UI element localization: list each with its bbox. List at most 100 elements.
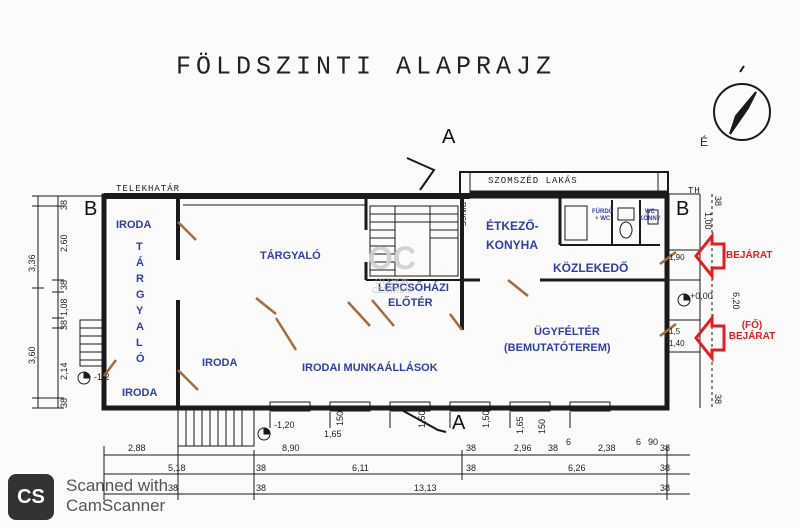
plan-title: FÖLDSZINTI ALAPRAJZ bbox=[176, 51, 557, 82]
section-a-top: A bbox=[442, 126, 456, 148]
dim-left: 1,08 bbox=[59, 298, 69, 316]
level-left: -1,2 bbox=[94, 372, 110, 382]
dim-row1: 6 bbox=[566, 437, 572, 447]
watermark-line1: OTTHON bbox=[375, 277, 409, 286]
room-wc: WC KÖNNY bbox=[639, 209, 661, 222]
dim-right: 1,00 bbox=[703, 212, 713, 230]
dim-window: 150 bbox=[537, 418, 547, 434]
level-right: +0,00 bbox=[690, 291, 713, 301]
dim-left: 38 bbox=[59, 199, 69, 210]
room-targyalo: TÁRGYALÓ bbox=[260, 250, 321, 262]
dim-left: 2,14 bbox=[59, 362, 69, 380]
camscanner-line1: Scanned with bbox=[66, 476, 169, 495]
camscanner-line2: CamScanner bbox=[66, 496, 166, 515]
targyalo-letter: R bbox=[136, 273, 144, 285]
dim-window: 1,65 bbox=[515, 416, 525, 434]
room-wc-line2: KÖNNY bbox=[639, 215, 661, 222]
dim-window: 1,50 bbox=[481, 410, 491, 428]
dim-row1: 38 bbox=[466, 443, 477, 453]
room-kozlekedo: KÖZLEKEDŐ bbox=[553, 261, 629, 275]
room-furdo-line2: + WC bbox=[595, 215, 611, 222]
dim-left: 38 bbox=[59, 397, 69, 408]
room-wc-line1: WC bbox=[644, 209, 655, 215]
dim-row3: 38 bbox=[660, 483, 671, 493]
room-etkezo-line1: ÉTKEZŐ- bbox=[486, 219, 539, 233]
level-markers bbox=[77, 293, 691, 441]
dim-right: 38 bbox=[713, 196, 723, 207]
dim-right: 6,20 bbox=[731, 292, 741, 310]
dim-window: 1,50 bbox=[417, 410, 427, 428]
section-a-bottom: A bbox=[452, 412, 466, 434]
left-steps bbox=[79, 319, 105, 367]
entrance-arrows bbox=[694, 231, 726, 363]
targyalo-letter: T bbox=[136, 241, 143, 253]
dim-row1: 2,88 bbox=[128, 443, 146, 453]
dimension-lines-left bbox=[32, 195, 64, 409]
room-iroda-top: IRODA bbox=[116, 219, 152, 231]
room-iroda-bottom: IRODA bbox=[122, 387, 158, 399]
dim-left: 38 bbox=[59, 279, 69, 290]
windows-bottom bbox=[269, 401, 611, 412]
room-lepcsohazi-line1: LÉPCSŐHÁZI bbox=[378, 282, 449, 294]
door-swings bbox=[103, 221, 677, 391]
room-iroda-mid: IRODA bbox=[202, 357, 238, 369]
targyalo-letter: Á bbox=[136, 257, 144, 269]
room-lepcsohazi-line2: ELŐTÉR bbox=[388, 297, 433, 309]
dim-right: 1,90 bbox=[669, 253, 685, 262]
lot-right-label: TH bbox=[688, 186, 701, 196]
targyalo-letter: Ó bbox=[136, 353, 145, 365]
bath-fixtures bbox=[564, 205, 659, 241]
lot-boundary-label: TELEKHATÁR bbox=[116, 184, 181, 194]
dim-row2: 38 bbox=[256, 463, 267, 473]
dim-row3: 13,13 bbox=[414, 483, 437, 493]
watermark-line2: CENTRUM bbox=[372, 286, 412, 295]
section-a-arrow-bottom bbox=[397, 407, 447, 433]
dim-right: 1,40 bbox=[669, 339, 685, 348]
compass-icon bbox=[713, 65, 771, 141]
targyalo-letter: G bbox=[136, 289, 145, 301]
watermark-logo: OC bbox=[368, 240, 416, 276]
room-munkaallasok: IRODAI MUNKAÁLLÁSOK bbox=[302, 362, 438, 374]
room-furdo: FÜRDŐ + WC bbox=[592, 209, 613, 222]
dim-row1: 90 bbox=[648, 437, 659, 447]
entrance-arrow-top bbox=[694, 231, 726, 281]
dim-right: 1,5 bbox=[669, 327, 681, 336]
room-ugyfelter-line2: (BEMUTATÓTEREM) bbox=[504, 342, 611, 354]
dim-row2: 6,11 bbox=[352, 463, 369, 473]
entrance-arrow-main bbox=[694, 313, 726, 363]
dim-row1: 2,96 bbox=[514, 443, 532, 453]
walls bbox=[101, 190, 670, 411]
dim-row1: 38 bbox=[660, 443, 671, 453]
targyalo-letter: Y bbox=[136, 305, 144, 317]
compass-north-label: É bbox=[700, 135, 709, 149]
section-b-right: B bbox=[676, 198, 690, 220]
room-furdo-line1: FÜRDŐ bbox=[592, 209, 614, 215]
camscanner-logo: CS bbox=[8, 474, 54, 520]
main-entrance-line1: (FŐ) bbox=[741, 320, 763, 331]
dim-row2: 38 bbox=[466, 463, 477, 473]
dim-window: 150 bbox=[335, 410, 345, 426]
targyalo-letter: L bbox=[136, 337, 143, 349]
dim-row1: 6 bbox=[636, 437, 642, 447]
watermark: OC OTTHON CENTRUM bbox=[362, 240, 422, 320]
dim-row1: 38 bbox=[548, 443, 559, 453]
room-ugyfelter-line1: ÜGYFÉLTÉR bbox=[534, 326, 600, 338]
camscanner-text: Scanned with CamScanner bbox=[66, 476, 168, 516]
dim-left: 3,60 bbox=[27, 346, 37, 364]
targyalo-letter: A bbox=[136, 321, 144, 333]
dim-row1: 2,38 bbox=[598, 443, 616, 453]
dim-row2: 6,26 bbox=[568, 463, 586, 473]
dim-window: 1,65 bbox=[324, 429, 342, 439]
neighbor-flat-label: SZOMSZÉD LAKÁS bbox=[488, 176, 578, 186]
main-entrance-line2: BEJÁRAT bbox=[728, 331, 776, 342]
room-targyalo-vertical: T Á R G Y A L Ó bbox=[136, 242, 150, 365]
section-b-left: B bbox=[84, 198, 98, 220]
dim-left: 2,60 bbox=[59, 234, 69, 252]
dim-right: 38 bbox=[713, 394, 723, 405]
dim-row2: 38 bbox=[660, 463, 671, 473]
room-etkezo-line2: KONYHA bbox=[486, 238, 539, 252]
bottom-steps bbox=[177, 409, 255, 447]
dim-row2: 5,18 bbox=[168, 463, 186, 473]
basement-label: PINCE bbox=[458, 202, 467, 227]
